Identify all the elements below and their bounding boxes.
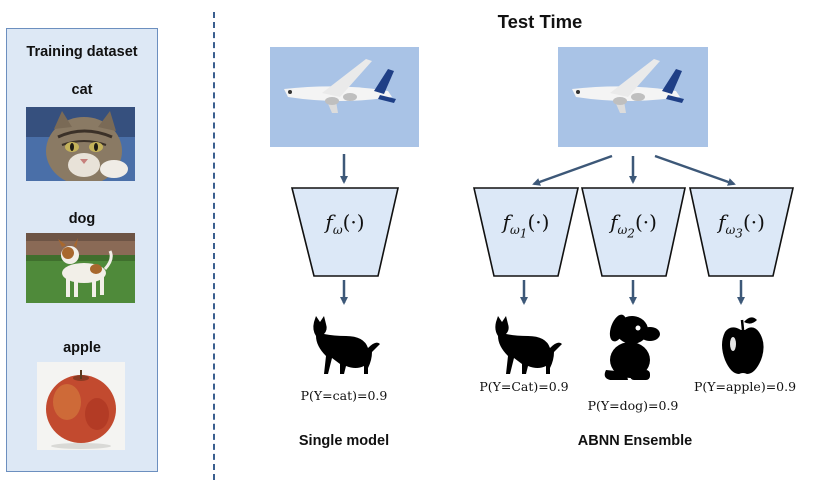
cat-icon (313, 316, 380, 374)
class-label-dog: dog (68, 211, 96, 227)
cat-photo (26, 107, 135, 181)
network-member-3 (689, 187, 795, 277)
function-label-member-3: fω3(·) (718, 210, 765, 241)
probability-member-2: P(Y=dog)=0.9 (587, 398, 679, 413)
function-label-member-2: fω2(·) (610, 210, 657, 241)
diagram-title: Test Time (497, 11, 583, 32)
apple-photo (37, 362, 125, 450)
airplane-photo-ensemble (558, 47, 708, 147)
ensemble-caption: ABNN Ensemble (577, 433, 693, 449)
arrow-input-to-member-3 (654, 154, 736, 186)
function-label-member-1: fω1(·) (502, 210, 550, 241)
network-member-1 (472, 187, 580, 277)
class-label-apple: apple (63, 340, 101, 356)
single-model-caption: Single model (298, 433, 390, 449)
network-member-2 (580, 187, 686, 277)
cat-icon (495, 316, 562, 374)
class-label-cat: cat (71, 82, 93, 98)
dog-photo (26, 233, 135, 303)
apple-icon (722, 317, 764, 374)
section-divider (213, 12, 215, 480)
probability-single: P(Y=cat)=0.9 (300, 388, 388, 403)
probability-member-1: P(Y=Cat)=0.9 (479, 379, 569, 394)
probability-member-3: P(Y=apple)=0.9 (693, 379, 797, 394)
dog-icon (604, 314, 660, 380)
network-single (290, 187, 400, 277)
function-label-single: fω(·) (325, 210, 365, 237)
training-dataset-title: Training dataset (26, 44, 138, 60)
airplane-photo-single (270, 47, 419, 147)
arrow-input-to-member-1 (532, 154, 613, 186)
